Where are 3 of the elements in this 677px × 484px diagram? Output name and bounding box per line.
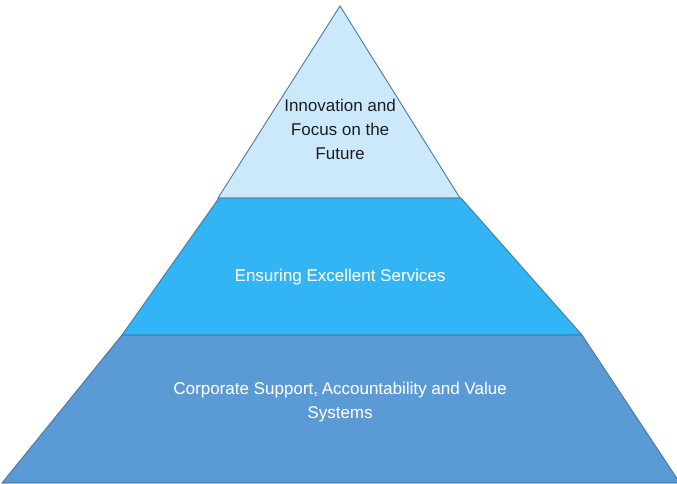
tier-label: Innovation and Focus on the Future <box>283 95 397 165</box>
tier-label: Ensuring Excellent Services <box>234 265 446 287</box>
tier-label: Corporate Support, Accountability and Value Systems <box>172 378 508 424</box>
